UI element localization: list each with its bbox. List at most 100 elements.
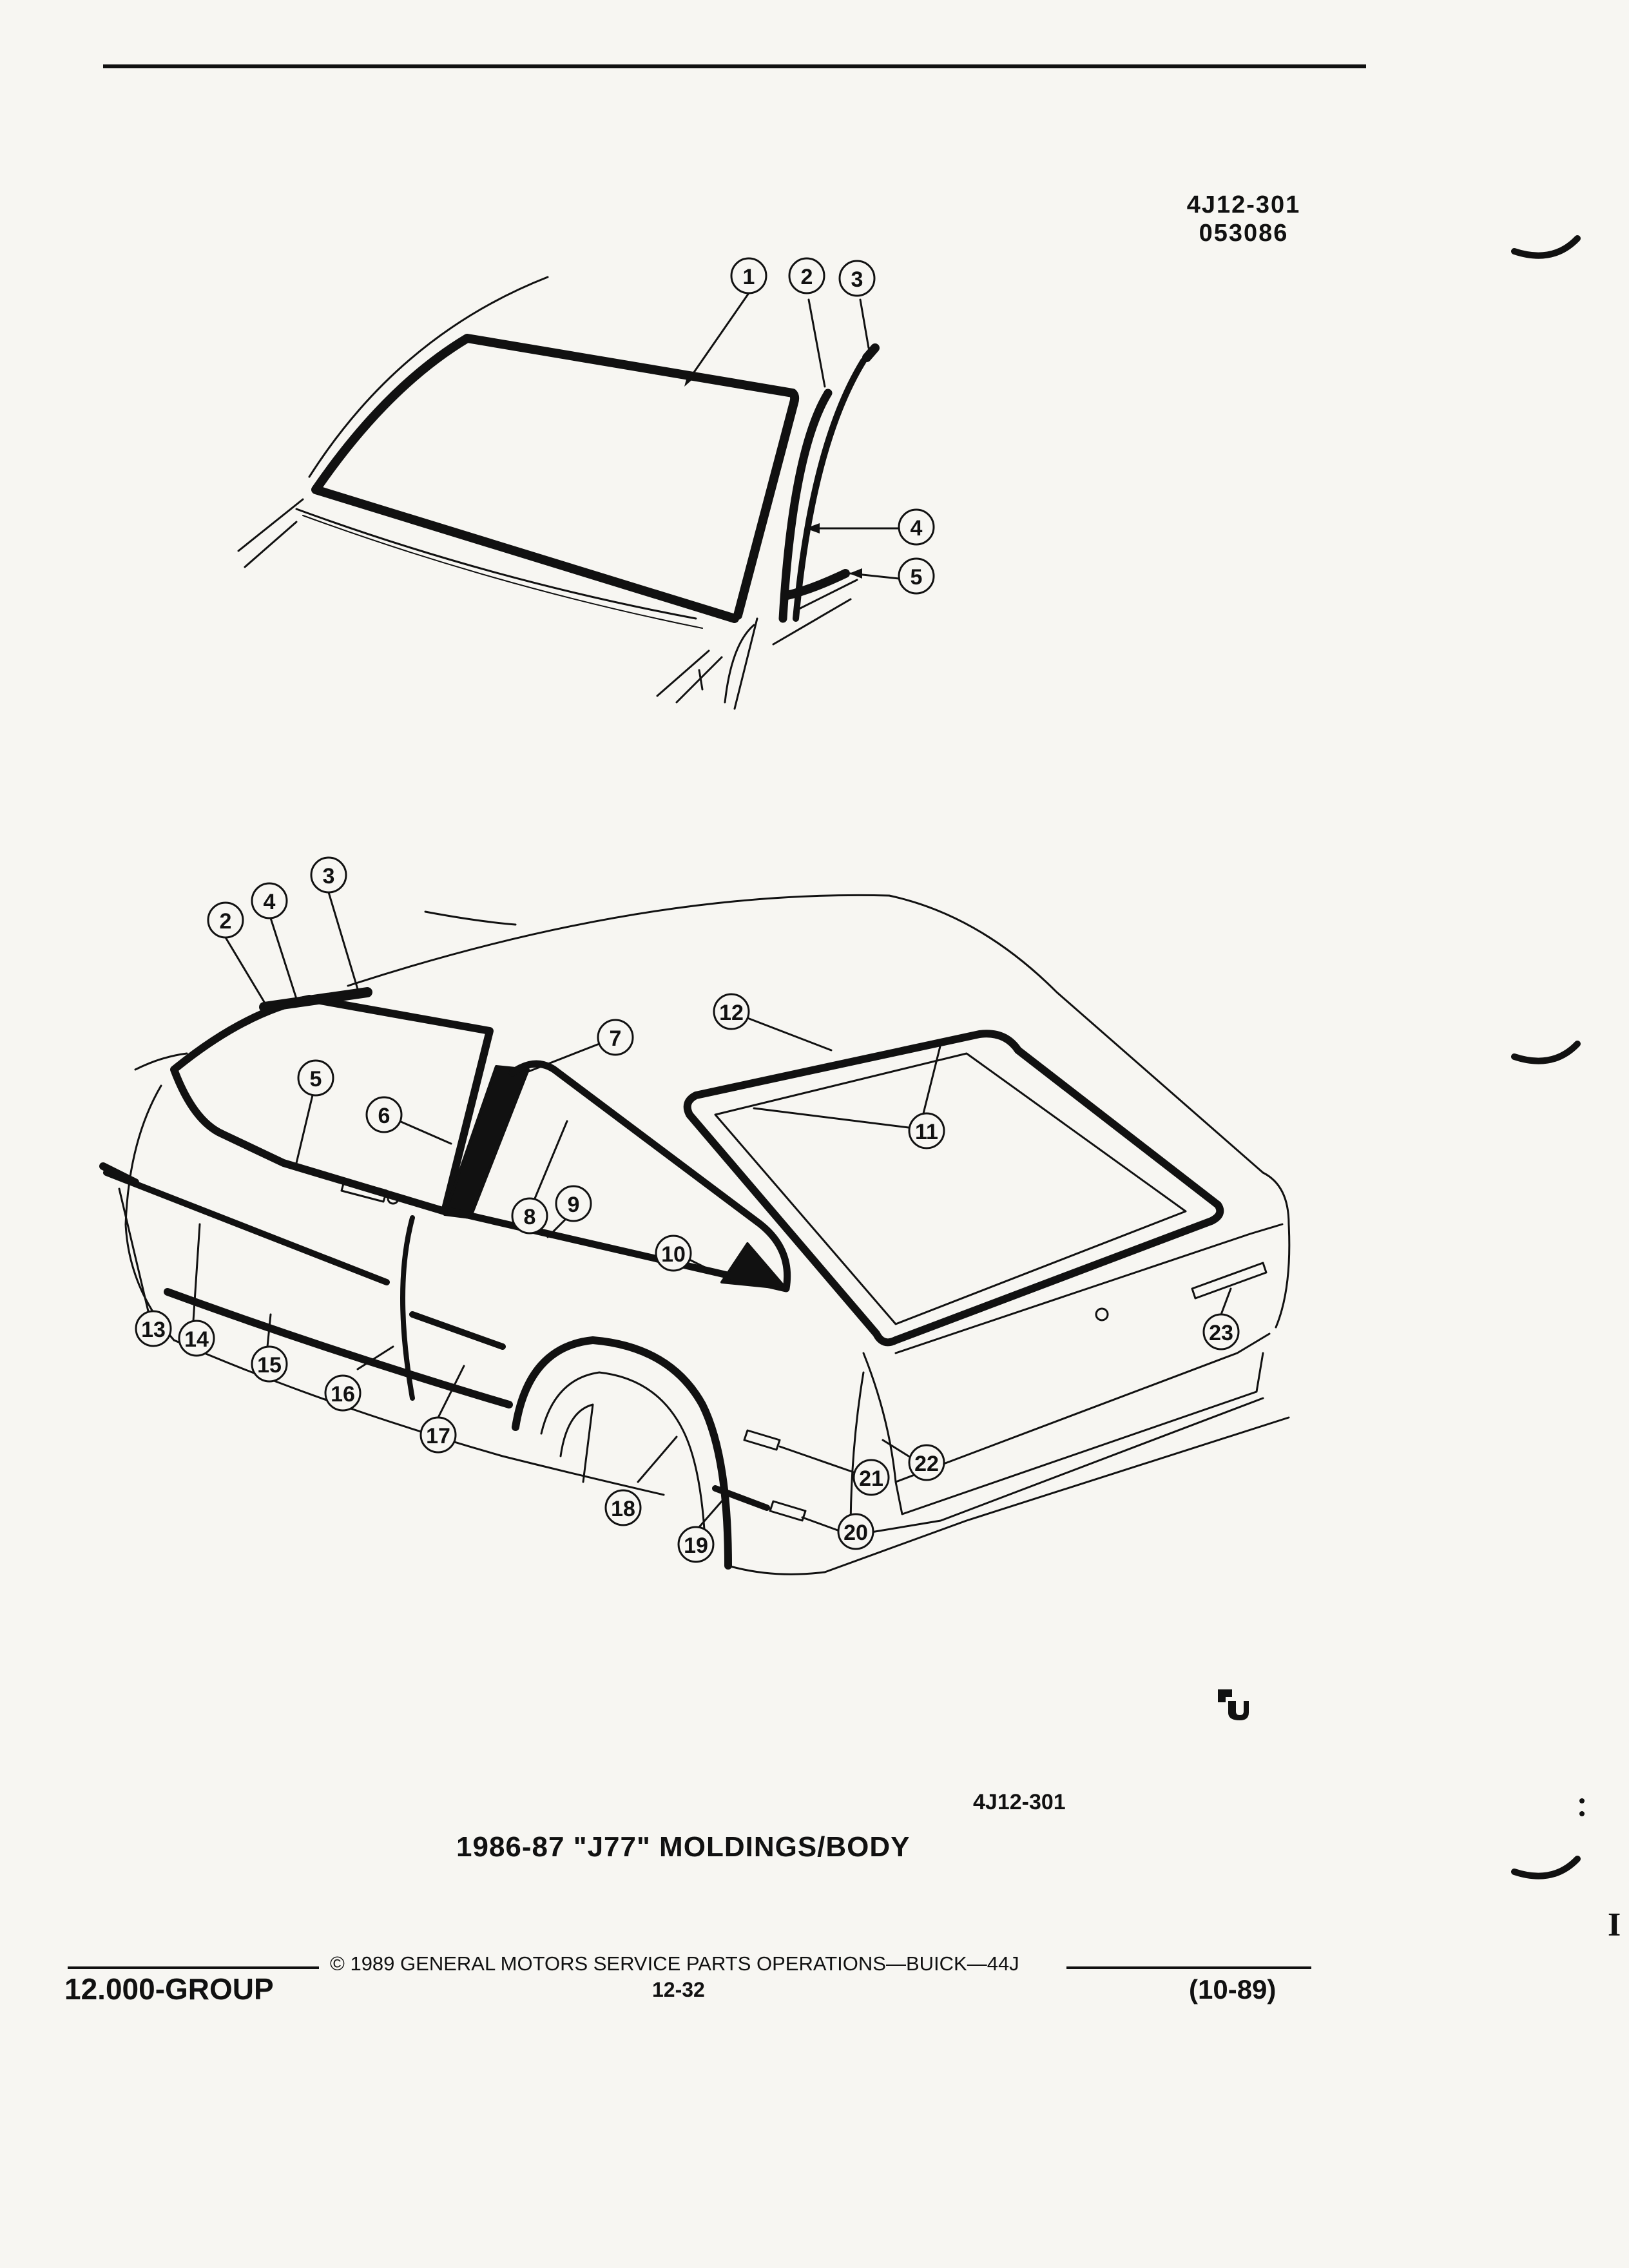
publisher-logo-icon <box>1218 1689 1249 1720</box>
leader-l4 <box>269 917 298 1000</box>
rear-bumper-line <box>849 1371 865 1535</box>
hood-line-2 <box>244 521 298 568</box>
b-pillar-applique <box>443 1065 530 1219</box>
rear-quarter-window-molding <box>447 1060 791 1293</box>
lower-callout-17: 17 <box>426 1424 450 1448</box>
lower-callout-16: 16 <box>331 1382 355 1407</box>
fender-line-3 <box>698 669 704 691</box>
upper-callout-3-circle <box>838 260 876 297</box>
lower-callout-22: 22 <box>914 1452 939 1476</box>
arrow-1 <box>684 372 695 387</box>
footer-rule-left <box>68 1966 319 1969</box>
side-marker-rear <box>743 1429 781 1451</box>
door-lock <box>387 1192 400 1205</box>
lower-callout-9: 9 <box>568 1193 580 1217</box>
door-line-3 <box>798 579 858 610</box>
door-handle <box>340 1178 388 1203</box>
leader-l19 <box>698 1500 723 1528</box>
footer-copyright: © 1989 GENERAL MOTORS SERVICE PARTS OPER… <box>330 1952 1019 1975</box>
body-side-molding-rear <box>409 1311 506 1350</box>
wheel-well <box>559 1403 594 1483</box>
leader-l23 <box>1220 1287 1232 1316</box>
lower-callout-6: 6 <box>378 1104 390 1128</box>
leader-l8 <box>534 1120 568 1200</box>
body-side-molding-front <box>103 1169 390 1285</box>
wheel-arch-outer <box>512 1336 732 1570</box>
lower-illustration: 2 4 3 7 12 5 6 11 8 9 10 13 14 15 16 17 … <box>99 856 1291 1575</box>
a-pillar-outer <box>793 358 867 622</box>
leader-l10 <box>688 1258 736 1283</box>
front-roof-rail-molding <box>259 987 372 1012</box>
rear-spoiler <box>1262 1171 1291 1329</box>
belt-molding <box>780 569 850 601</box>
upper-callout-1: 1 <box>743 265 755 289</box>
door-line-2 <box>724 624 755 704</box>
lower-callout-19: 19 <box>684 1533 708 1558</box>
roof-line <box>308 276 549 478</box>
upper-callout-5: 5 <box>911 565 923 590</box>
lower-callout-10: 10 <box>661 1242 686 1267</box>
lower-callout-20: 20 <box>843 1521 868 1545</box>
roof-line-front <box>424 910 517 926</box>
front-window-molding <box>170 995 494 1215</box>
lower-callout-15: 15 <box>257 1353 282 1378</box>
door-line-4 <box>772 598 852 646</box>
upper-callout-3: 3 <box>851 267 863 292</box>
leader-l21 <box>778 1445 855 1474</box>
rear-quarter-applique <box>720 1242 787 1290</box>
leader-l14 <box>192 1223 201 1322</box>
rear-glass-inner <box>714 1052 1187 1325</box>
trunk-lock <box>1095 1307 1109 1321</box>
front-tip-molding <box>99 1162 139 1186</box>
rear-fascia <box>862 1332 1271 1483</box>
rear-deck <box>894 1223 1284 1354</box>
leader-l18 <box>637 1436 678 1483</box>
leader-l22 <box>882 1439 910 1457</box>
leader-2 <box>807 298 826 388</box>
lower-callout-4: 4 <box>264 890 276 914</box>
upper-callout-2: 2 <box>801 265 813 289</box>
punch-dot-2 <box>1579 1811 1585 1816</box>
upper-callout-4-circle <box>898 508 935 546</box>
top-rule <box>103 64 1366 68</box>
page-title: 1986-87 "J77" MOLDINGS/BODY <box>456 1831 911 1863</box>
leader-l16 <box>356 1345 394 1370</box>
caption-code: 4J12-301 <box>973 1790 1066 1814</box>
ref-code-line2: 053086 <box>1199 220 1289 247</box>
lower-callout-18: 18 <box>611 1497 635 1521</box>
a-pillar-molding <box>778 389 833 623</box>
leader-l11a <box>753 1107 910 1129</box>
lower-callout-3: 3 <box>323 864 335 889</box>
footer-rule-right <box>1066 1966 1311 1969</box>
leader-l9 <box>546 1216 568 1238</box>
rear-lower-valance <box>862 1397 1264 1535</box>
upper-callout-5-circle <box>898 557 935 595</box>
leader-l2 <box>224 936 265 1003</box>
rear-reflector <box>1191 1262 1268 1300</box>
roof-outline <box>347 894 1264 1174</box>
leader-l11b <box>920 1043 942 1122</box>
windshield-molding <box>311 334 800 623</box>
rear-glass-molding <box>683 1030 1224 1347</box>
leader-l7 <box>524 1043 601 1074</box>
leader-l17 <box>437 1365 465 1419</box>
leader-l12 <box>746 1017 833 1052</box>
lower-callout-2: 2 <box>220 909 232 934</box>
fender-line-2 <box>675 656 723 704</box>
leader-1 <box>685 292 750 385</box>
fender-line-1 <box>656 649 710 697</box>
leader-l20 <box>801 1516 839 1532</box>
lower-callout-11: 11 <box>915 1120 938 1144</box>
door-line-1 <box>733 617 758 710</box>
punch-mark-1 <box>1511 235 1581 259</box>
lower-callout-21: 21 <box>859 1466 883 1491</box>
leader-l13 <box>118 1187 149 1312</box>
roof-line-front-2 <box>134 1052 188 1071</box>
leader-l5 <box>295 1094 314 1164</box>
arrow-5 <box>849 568 862 579</box>
cowl-line <box>295 508 697 620</box>
leader-l3 <box>327 891 359 990</box>
leader-l6 <box>398 1120 452 1145</box>
footer-group: 12.000-GROUP <box>64 1972 274 2006</box>
rear-bumper-bottom <box>894 1352 1264 1515</box>
